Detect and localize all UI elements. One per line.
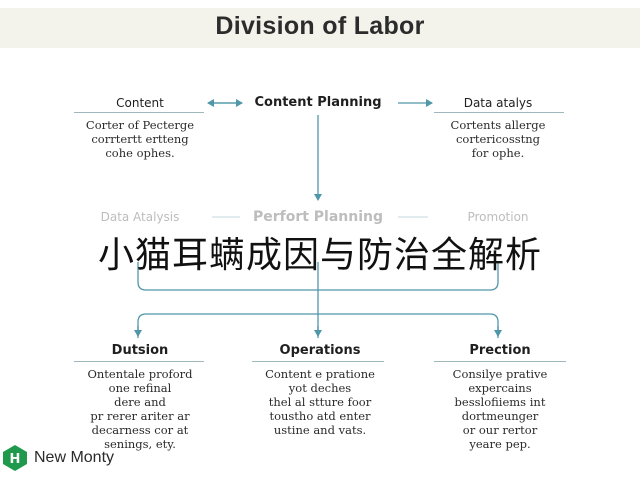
node-promotion-label: Promotion [467, 210, 529, 224]
node-content-label: Content [116, 96, 164, 110]
node-data-analysis-label: Data atalys [463, 96, 533, 110]
node-prection-text: Consilye prative expercains besslofiiems… [452, 367, 548, 451]
brand-name: New Monty [34, 449, 115, 466]
svg-text:H: H [10, 452, 21, 467]
node-dutsion-label: Dutsion [111, 343, 169, 358]
node-content-rule [74, 112, 204, 113]
node-content-text: Corter of Pecterge corrtertt ertteng coh… [85, 118, 195, 160]
overlay-headline: 小猫耳螨成因与防治全解析 [97, 235, 542, 276]
node-data-analysis-rule [434, 112, 564, 113]
node-dutsion-text: Ontentale proford one refinal dere and p… [87, 367, 193, 451]
node-perfort-planning-label: Perfort Planning [252, 209, 384, 225]
node-prection-rule [434, 361, 566, 362]
node-prection-label: Prection [469, 343, 531, 358]
node-operations-label: Operations [279, 343, 361, 358]
node-operations-rule [252, 361, 384, 362]
node-dutsion-rule [74, 361, 204, 362]
node-operations-text: Content e pratione yot deches thel al st… [265, 367, 375, 437]
title-band [0, 8, 640, 48]
brand-logo-icon: H [3, 445, 27, 471]
node-data-analysis-2-label: Data Atalysis [100, 210, 180, 224]
node-data-analysis-text: Cortents allerge cortericosstng for ophe… [450, 118, 546, 160]
node-content-planning-label: Content Planning [254, 95, 382, 110]
diagram-title: Division of Labor [215, 12, 425, 40]
